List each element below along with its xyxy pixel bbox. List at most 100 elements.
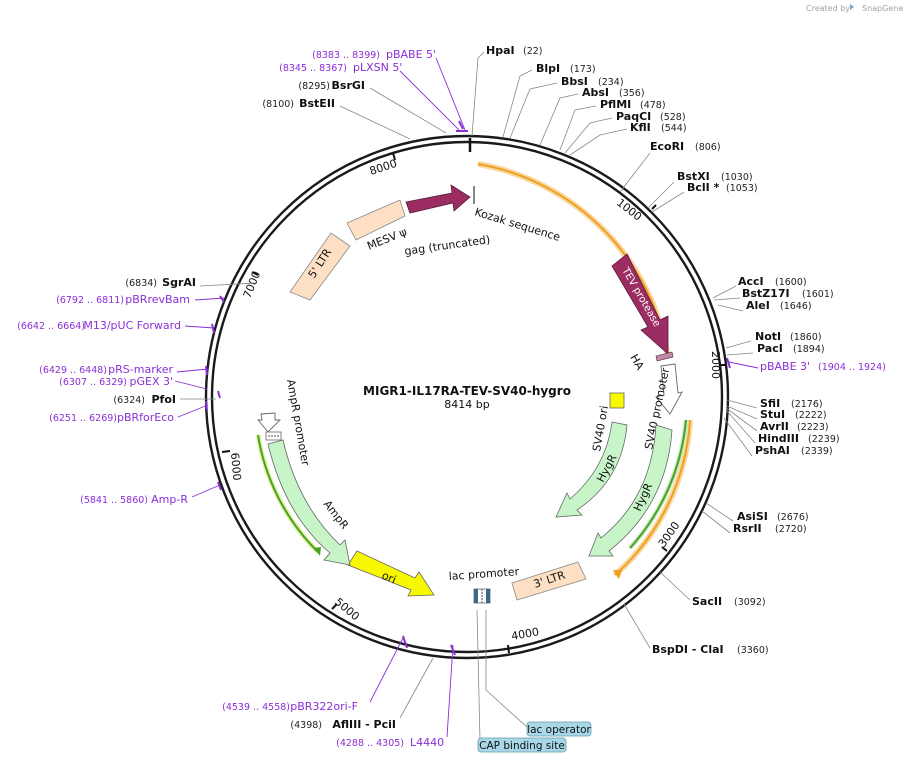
site-hindiii[interactable]: HindIII [758,432,799,445]
primer-pgex3[interactable]: pGEX 3' [129,375,173,388]
site-absi-pos: (356) [619,88,645,99]
site-sacii-pos: (3092) [734,597,766,608]
primer-pbrforeco-pos: (6251 .. 6269) [49,413,117,424]
primer-m13-puc-forward-pos: (6642 .. 6664) [17,321,85,332]
site-paqci[interactable]: PaqCI [616,110,651,123]
site-afliii-pcii[interactable]: AflIII - PciI [332,718,396,731]
site-hpai[interactable]: HpaI [486,44,515,57]
site-bsteii[interactable]: BstEII [299,97,335,110]
site-bsrgi[interactable]: BsrGI [332,79,365,92]
plasmid-length: 8414 bp [444,398,489,411]
site-sgrai[interactable]: SgrAI [162,276,196,289]
site-alei[interactable]: AleI [746,299,770,312]
primer-prs-marker[interactable]: pRS-marker [108,363,173,376]
primer-amp-r[interactable]: Amp-R [151,493,188,506]
credit-prefix: Created by [806,4,850,13]
primer-l4440-pos: (4288 .. 4305) [336,738,404,749]
site-noti-pos: (1860) [790,332,822,343]
site-rsrii-pos: (2720) [775,524,807,535]
site-acci[interactable]: AccI [738,275,764,288]
site-acci-pos: (1600) [775,277,807,288]
feature-hygr-inner[interactable]: HygR [555,421,628,518]
site-avrii[interactable]: AvrII [760,420,789,433]
primer-plxsn5-pos: (8345 .. 8367) [279,63,347,74]
site-bstxi-pos: (1030) [721,172,753,183]
site-bstz17i[interactable]: BstZ17I [742,287,790,300]
left-site-leaders [180,87,447,719]
feature-gag-label: gag (truncated) [404,233,491,258]
site-hindiii-pos: (2239) [808,434,840,445]
site-asisi-pos: (2676) [777,512,809,523]
site-paci-pos: (1894) [793,344,825,355]
site-sgrai-pos: (6834) [125,278,157,289]
site-hpai-pos: (22) [523,46,543,57]
site-bsrgi-pos: (8295) [298,81,330,92]
primer-m13-puc-forward[interactable]: M13/pUC Forward [83,319,181,332]
site-rsrii[interactable]: RsrII [733,522,762,535]
feature-ori[interactable]: ori [347,550,435,597]
right-sites: HpaI (22) BlpI (173) BbsI (234) AbsI (35… [486,44,840,656]
left-sites: BsrGI (8295) BstEII (8100) SgrAI (6834) … [113,79,396,731]
tick-label-2000: 2000 [709,351,722,379]
primer-pbrrevbam[interactable]: pBRrevBam [125,293,190,306]
site-pflmi[interactable]: PflMI [600,98,631,111]
orf-arcs [255,161,693,579]
site-blpi-pos: (173) [570,64,596,75]
site-bbsi-pos: (234) [598,77,624,88]
feature-gag-truncated[interactable]: gag (truncated) Kozak sequence [404,184,562,258]
cap-binding-site-box[interactable]: CAP binding site [477,737,567,753]
feature-lac-promoter[interactable]: lac promoter [448,565,520,604]
lac-operator-box[interactable]: lac operator [526,721,591,737]
site-afliii-pcii-pos: (4398) [290,720,322,731]
site-pshai-pos: (2339) [801,446,833,457]
site-alei-pos: (1646) [780,301,812,312]
plasmid-title: MIGR1-IL17RA-TEV-SV40-hygro [363,384,571,398]
site-sfii[interactable]: SfiI [760,397,780,410]
site-avrii-pos: (2223) [797,422,829,433]
tick-label-4000: 4000 [510,625,540,643]
feature-tev-protease[interactable]: TEV protease [611,253,669,355]
primer-pbabe3[interactable]: pBABE 3' [760,360,810,373]
site-bcli[interactable]: BclI * [687,181,720,194]
primer-pbr322ori-f[interactable]: pBR322ori-F [290,700,358,713]
site-bstxi[interactable]: BstXI [677,170,710,183]
site-paci[interactable]: PacI [757,342,783,355]
site-paqci-pos: (528) [660,112,686,123]
primer-pbrforeco[interactable]: pBRforEco [117,411,174,424]
site-ecori-pos: (806) [695,142,721,153]
primer-plxsn5[interactable]: pLXSN 5' [353,61,402,74]
site-sacii[interactable]: SacII [692,595,722,608]
site-pshai[interactable]: PshAI [755,444,790,457]
feature-ha-label: HA [627,352,646,373]
site-blpi[interactable]: BlpI [536,62,560,75]
feature-ampr-label: AmpR [321,498,352,532]
primer-pbabe5[interactable]: pBABE 5' [386,48,436,61]
site-pflmi-pos: (478) [640,100,666,111]
feature-mesv-psi[interactable]: MESV ψ [346,199,409,253]
site-pfoi[interactable]: PfoI [152,393,177,406]
feature-ampr-promoter-label: AmpR promoter [284,378,312,467]
primer-l4440[interactable]: L4440 [410,736,444,749]
site-asisi[interactable]: AsiSI [737,510,768,523]
site-bcli-pos: (1053) [726,183,758,194]
site-ecori[interactable]: EcoRI [650,140,684,153]
site-stui[interactable]: StuI [760,408,785,421]
snapgene-logo-icon [850,4,854,10]
tick-label-6000: 6000 [228,452,243,481]
primer-pbabe3-pos: (1904 .. 1924) [818,362,886,373]
site-bspdi-clai[interactable]: BspDI - ClaI [652,643,724,656]
primer-pbrrevbam-pos: (6792 .. 6811) [56,295,124,306]
site-bbsi[interactable]: BbsI [561,75,588,88]
primer-pbr322ori-f-pos: (4539 .. 4558) [222,702,290,713]
lac-operator-label: lac operator [527,724,591,736]
cap-binding-site-label: CAP binding site [479,740,565,752]
feature-lac-promoter-label: lac promoter [448,565,520,583]
site-bspdi-clai-pos: (3360) [737,645,769,656]
tick-label-5000: 5000 [332,595,362,623]
site-kfli[interactable]: KflI [630,121,651,134]
credit-brand: SnapGene [862,4,903,13]
site-absi[interactable]: AbsI [582,86,609,99]
feature-ltr5[interactable]: 5' LTR [289,232,351,301]
site-noti[interactable]: NotI [755,330,781,343]
feature-ltr3[interactable]: 3' LTR [511,561,587,601]
